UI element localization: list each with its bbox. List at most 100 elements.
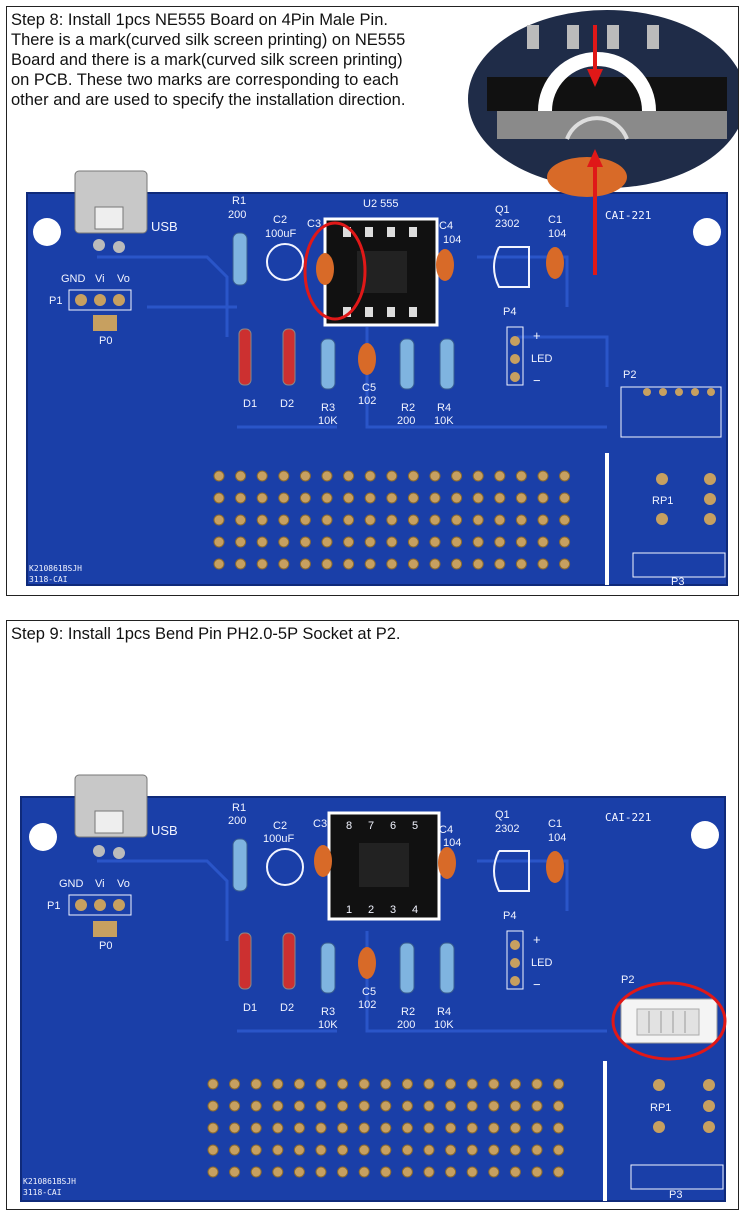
proto-hole [429, 536, 441, 548]
proto-hole [229, 1122, 241, 1134]
proto-hole [466, 1122, 478, 1134]
proto-hole [293, 1166, 305, 1178]
q1-value: 2302 [495, 218, 519, 230]
c3-label-2: C3 [313, 818, 327, 830]
proto-hole [380, 1100, 392, 1112]
proto-hole [299, 536, 311, 548]
proto-hole [445, 1166, 457, 1178]
proto-hole [466, 1078, 478, 1090]
proto-hole [559, 536, 571, 548]
step9-caption: Step 9: Install 1pcs Bend Pin PH2.0-5P S… [11, 625, 401, 643]
proto-hole [429, 514, 441, 526]
proto-hole [386, 470, 398, 482]
p1-vo: Vo [117, 273, 130, 285]
proto-hole [509, 1100, 521, 1112]
r3-value-2: 10K [318, 1019, 338, 1031]
proto-hole [343, 470, 355, 482]
chip-pin-3: 3 [390, 904, 396, 916]
p0-label: P0 [99, 335, 112, 347]
proto-hole [407, 470, 419, 482]
chip-pin-2: 2 [368, 904, 374, 916]
chip-pin-1: 1 [346, 904, 352, 916]
proto-hole [445, 1078, 457, 1090]
proto-hole [364, 536, 376, 548]
proto-hole [537, 470, 549, 482]
usb-connector [74, 170, 148, 234]
proto-hole [364, 558, 376, 570]
usb-label-2: USB [151, 823, 178, 838]
d2-label-2: D2 [280, 1002, 294, 1014]
proto-hole [407, 536, 419, 548]
proto-hole [472, 470, 484, 482]
proto-hole [207, 1144, 219, 1156]
proto-hole [364, 492, 376, 504]
proto-hole [401, 1078, 413, 1090]
proto-hole [386, 536, 398, 548]
c4-label: C4 [439, 220, 453, 232]
proto-hole [531, 1166, 543, 1178]
c2-label: C2 [273, 214, 287, 226]
proto-hole [213, 558, 225, 570]
chip-pin-4: 4 [412, 904, 418, 916]
proto-hole [256, 558, 268, 570]
c2-label-2: C2 [273, 820, 287, 832]
proto-hole [321, 492, 333, 504]
proto-hole [207, 1122, 219, 1134]
proto-hole [451, 536, 463, 548]
proto-hole [321, 470, 333, 482]
r3-label: R3 [321, 402, 335, 414]
proto-hole [213, 536, 225, 548]
proto-hole [299, 558, 311, 570]
proto-hole [537, 492, 549, 504]
proto-hole [358, 1078, 370, 1090]
proto-hole [272, 1144, 284, 1156]
proto-hole [401, 1122, 413, 1134]
rp1-label-2: RP1 [650, 1102, 671, 1114]
p1-label: P1 [49, 295, 62, 307]
zoom-inset [466, 8, 738, 275]
d1-label: D1 [243, 398, 257, 410]
u2-label: U2 555 [363, 198, 398, 210]
c5-label: C5 [362, 382, 376, 394]
proto-hole [278, 470, 290, 482]
proto-hole [494, 536, 506, 548]
proto-hole [250, 1166, 262, 1178]
d2-label: D2 [280, 398, 294, 410]
proto-hole [509, 1122, 521, 1134]
proto-hole [256, 492, 268, 504]
proto-hole [531, 1078, 543, 1090]
p1-vi: Vi [95, 273, 105, 285]
r4-label-2: R4 [437, 1006, 451, 1018]
proto-hole [272, 1100, 284, 1112]
r4-value: 10K [434, 415, 454, 427]
proto-hole [299, 470, 311, 482]
proto-hole [358, 1122, 370, 1134]
proto-hole [229, 1144, 241, 1156]
proto-hole [553, 1100, 565, 1112]
step8-panel: USB GND Vi Vo P1 P0 R1 200 C2 100uF [6, 6, 739, 596]
proto-hole [315, 1144, 327, 1156]
r3-label-2: R3 [321, 1006, 335, 1018]
r2-label-2: R2 [401, 1006, 415, 1018]
proto-hole [256, 536, 268, 548]
r4-value-2: 10K [434, 1019, 454, 1031]
proto-hole [488, 1100, 500, 1112]
proto-hole [466, 1166, 478, 1178]
proto-hole [494, 470, 506, 482]
proto-hole [207, 1166, 219, 1178]
proto-hole [386, 558, 398, 570]
pcb-board: USB GND Vi Vo P1 P0 R1 200 C2 100uF [26, 170, 728, 588]
proto-grid [213, 470, 571, 570]
p2-highlight-circle [611, 981, 727, 1061]
proto-hole [250, 1122, 262, 1134]
proto-hole [299, 492, 311, 504]
proto-hole [451, 470, 463, 482]
proto-hole [343, 558, 355, 570]
proto-hole [337, 1166, 349, 1178]
r2-value: 200 [397, 415, 415, 427]
proto-hole [321, 558, 333, 570]
p1-vo-2: Vo [117, 878, 130, 890]
proto-hole [337, 1122, 349, 1134]
c3-label: C3 [307, 218, 321, 230]
proto-hole [299, 514, 311, 526]
